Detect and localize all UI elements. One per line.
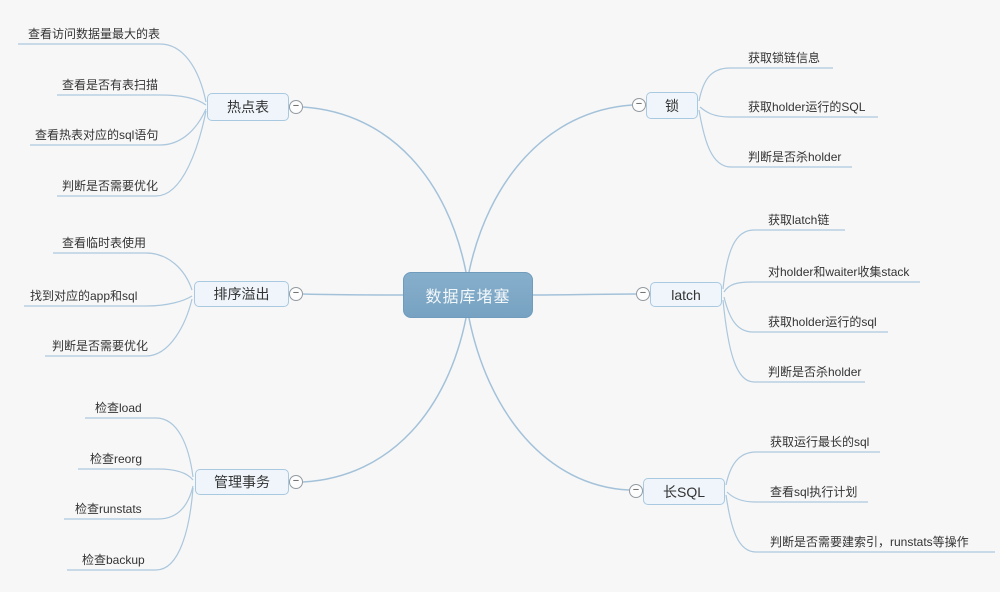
root-branch-curves <box>302 104 637 491</box>
leaf-line <box>726 491 868 503</box>
subtopic-label[interactable]: 获取holder运行的sql <box>768 315 877 329</box>
latch-leaf-lines <box>722 229 920 383</box>
collapse-icon[interactable]: − <box>289 287 303 301</box>
subtopic-label[interactable]: 判断是否杀holder <box>748 150 842 164</box>
subtopic-label[interactable]: 判断是否需要建索引，runstats等操作 <box>770 535 969 549</box>
leaf-line <box>725 494 995 553</box>
subtopic-label[interactable]: 判断是否杀holder <box>768 365 862 379</box>
collapse-icon[interactable]: − <box>632 98 646 112</box>
subtopic-label[interactable]: 判断是否需要优化 <box>62 179 159 193</box>
leaf-line <box>85 417 194 478</box>
topic-latch[interactable]: latch <box>650 282 722 307</box>
subtopic-label[interactable]: 对holder和waiter收集stack <box>768 265 910 279</box>
branch-curve-sort <box>302 293 404 296</box>
subtopic-label[interactable]: 检查reorg <box>90 452 143 466</box>
root-topic[interactable]: 数据库堵塞 <box>403 272 533 318</box>
subtopic-label[interactable]: 获取latch链 <box>768 213 830 227</box>
topic-hotspot-table[interactable]: 热点表 <box>207 93 289 121</box>
leaf-line <box>53 252 193 291</box>
subtopic-label[interactable]: 查看是否有表扫描 <box>62 78 159 92</box>
topic-sort-overflow[interactable]: 排序溢出 <box>194 281 289 307</box>
subtopic-label[interactable]: 查看访问数据量最大的表 <box>28 27 161 41</box>
topic-admin-tasks[interactable]: 管理事务 <box>195 469 289 495</box>
leaf-line <box>698 67 833 102</box>
branch-curve-longsql <box>468 317 630 491</box>
leaf-line <box>723 296 888 333</box>
collapse-icon[interactable]: − <box>289 100 303 114</box>
subtopic-label[interactable]: 检查backup <box>82 553 145 567</box>
branch-curve-hotspot <box>302 106 467 273</box>
topic-lock[interactable]: 锁 <box>646 92 698 119</box>
hotspot-leaf-lines <box>18 43 207 197</box>
leaf-line <box>723 281 920 293</box>
leaf-line <box>699 106 878 118</box>
subtopic-label[interactable]: 判断是否需要优化 <box>52 339 149 353</box>
branch-curve-latch <box>532 293 637 296</box>
subtopic-label[interactable]: 找到对应的app和sql <box>30 289 138 303</box>
subtopic-label[interactable]: 查看临时表使用 <box>62 236 147 250</box>
collapse-icon[interactable]: − <box>289 475 303 489</box>
lock-leaf-lines <box>698 67 878 168</box>
collapse-icon[interactable]: − <box>629 484 643 498</box>
leaf-line <box>722 299 865 383</box>
leaf-line <box>18 43 207 103</box>
branch-curve-lock <box>468 104 633 273</box>
subtopic-label[interactable]: 获取holder运行的SQL <box>748 100 866 114</box>
sort-leaf-lines <box>24 252 193 357</box>
admin-leaf-lines <box>64 417 194 571</box>
branch-curve-admin <box>302 317 467 483</box>
leaf-line <box>698 109 852 168</box>
leaf-line <box>30 108 207 146</box>
leaf-line <box>725 451 880 486</box>
leaf-line <box>722 229 845 290</box>
subtopic-label[interactable]: 查看热表对应的sql语句 <box>35 128 159 142</box>
subtopic-label[interactable]: 查看sql执行计划 <box>770 485 858 499</box>
subtopic-label[interactable]: 获取运行最长的sql <box>770 435 870 449</box>
leaf-line <box>64 485 194 520</box>
collapse-icon[interactable]: − <box>636 287 650 301</box>
topic-long-sql[interactable]: 长SQL <box>643 478 725 505</box>
leaf-line <box>24 295 193 307</box>
leaf-line <box>67 487 194 571</box>
leaf-line <box>57 110 207 197</box>
leaf-line <box>57 94 207 106</box>
leaf-line <box>45 298 193 357</box>
subtopic-label[interactable]: 获取锁链信息 <box>748 51 821 65</box>
leaf-line <box>78 468 194 481</box>
subtopic-label[interactable]: 检查load <box>95 401 142 415</box>
subtopic-label[interactable]: 检查runstats <box>75 502 142 516</box>
longsql-leaf-lines <box>725 451 995 553</box>
